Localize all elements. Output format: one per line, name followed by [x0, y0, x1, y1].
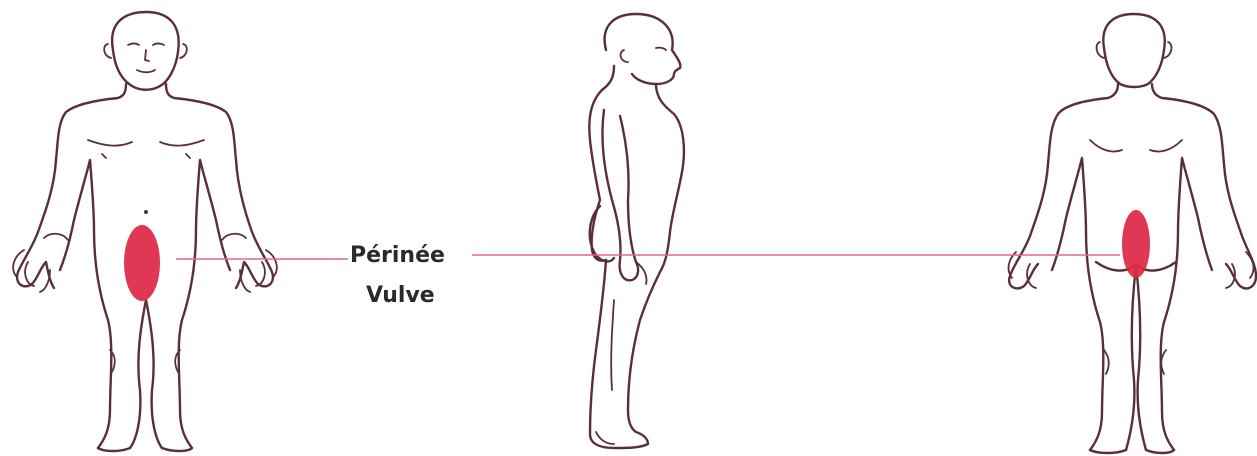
back-perineum-zone: [1122, 210, 1150, 278]
side-figure: [589, 14, 684, 448]
label-perinee: Périnée: [350, 243, 445, 268]
front-perineum-zone: [124, 225, 160, 301]
label-vulve: Vulve: [366, 283, 435, 308]
front-figure: [13, 12, 277, 451]
back-figure: [1009, 14, 1256, 453]
